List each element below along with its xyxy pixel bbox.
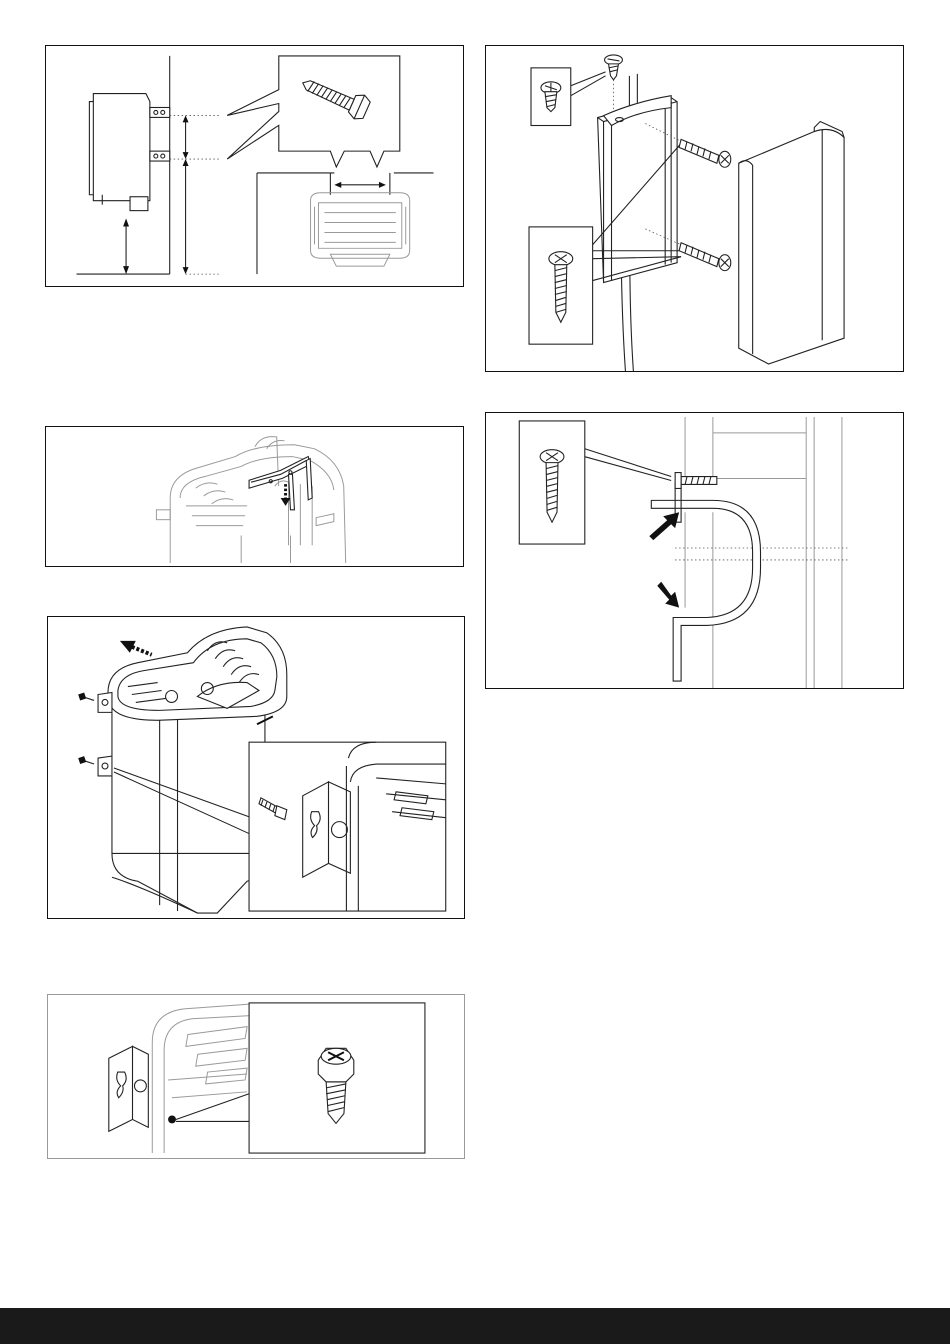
detail-bracket-plate: [303, 782, 329, 877]
heater-ghost-body: [156, 437, 345, 563]
figure-safety-screw-detail: [47, 994, 465, 1159]
clamp-screw: [675, 473, 717, 489]
figure-cable-cover-installation: [485, 45, 904, 372]
footer-bar: [0, 1308, 950, 1344]
heater-side-view: [93, 94, 150, 201]
safety-screw-position: [168, 1116, 176, 1124]
pointer-arrow-icon: [649, 512, 679, 540]
pipe-clamp-drawing: [486, 413, 903, 688]
pipe: [651, 482, 760, 681]
cable-cover-drawing: [486, 46, 903, 371]
wall-bracket: [109, 1046, 149, 1131]
heater-bracket-mounting-drawing: [48, 617, 464, 918]
figure-pipe-clamp-detail: [485, 412, 904, 689]
lower-bracket: [150, 151, 170, 161]
lower-bracket-bolt: [78, 756, 112, 776]
top-screw: [605, 55, 623, 116]
heater-top-release-drawing: [46, 427, 463, 566]
figure-wall-clearance: [45, 45, 464, 287]
wall-studs: [685, 417, 842, 688]
upper-bracket-bolt: [78, 692, 112, 712]
pull-arrow-icon: [120, 641, 152, 655]
callout-bubble: [227, 56, 400, 167]
rail-cover: [739, 122, 844, 365]
release-lever: [249, 457, 312, 510]
safety-screw-drawing: [48, 995, 464, 1158]
heater-top-ghost: [311, 193, 410, 266]
figure-heater-bracket-mounting: [47, 616, 465, 919]
upper-bracket: [150, 107, 170, 117]
figure-heater-top-release: [45, 426, 464, 567]
wall-clearance-drawing: [46, 46, 463, 286]
mounting-rail: [598, 96, 678, 283]
pointer-arrow-icon: [657, 582, 679, 608]
